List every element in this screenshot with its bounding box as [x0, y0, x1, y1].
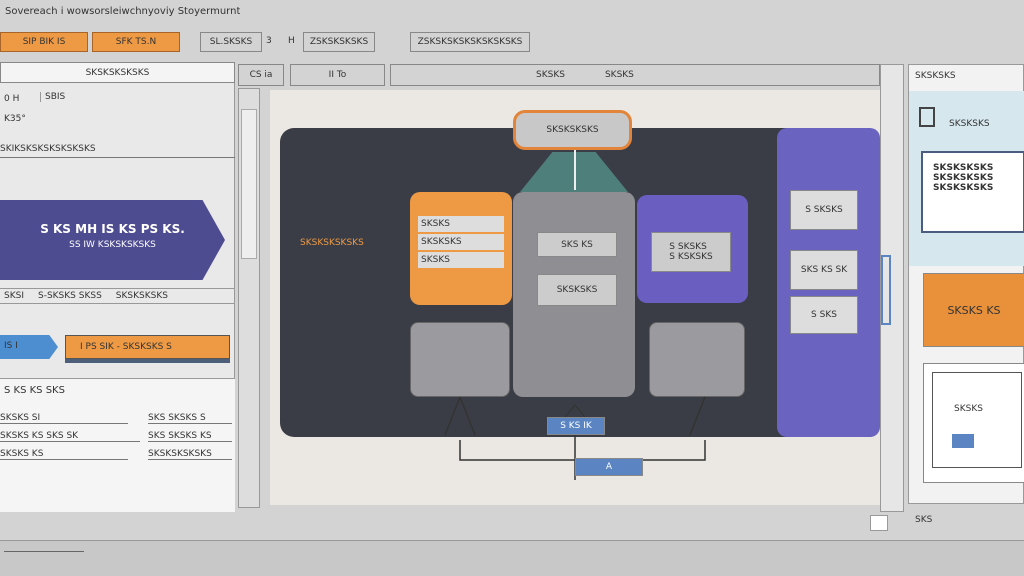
scrollbar-thumb[interactable] — [241, 109, 257, 259]
side-box[interactable]: SKS KS SK — [790, 250, 858, 290]
bottom-box[interactable]: A — [575, 458, 643, 476]
list-item[interactable]: SKS SKSKS KS — [148, 431, 232, 442]
list-item[interactable]: SKSKSKSKSKS — [148, 449, 232, 460]
banner-title: S KS MH IS KS PS KS. — [40, 222, 185, 236]
toolbar-button-2[interactable]: SFK TS.N — [92, 32, 180, 52]
right-card: SKSKSKS SKSKSKSKS SKSKSKSKS SKSKSKSKS — [909, 91, 1024, 266]
tab-1[interactable]: CS ia — [238, 64, 284, 86]
toolbar-button-3[interactable]: SL.SKSKS — [200, 32, 262, 52]
left-panel: SKSKSKSKSKS 0 H SBIS K35° SKIKSKSKSKSKSK… — [0, 62, 235, 512]
device-node-right[interactable] — [649, 322, 745, 397]
side-box[interactable]: S SKS — [790, 296, 858, 334]
top-node[interactable]: SKSKSKSKS — [513, 110, 632, 150]
left-tab[interactable]: SKSI — [4, 291, 24, 301]
purple-banner[interactable]: S KS MH IS KS PS KS. SS IW KSKSKSKSKS — [0, 200, 225, 280]
toolbar-button-5[interactable]: H — [288, 36, 295, 46]
purple-node[interactable]: S SKSKS S KSKSKS — [637, 195, 748, 303]
orange-row: SKSKS — [418, 216, 504, 232]
status-bar: SKS — [0, 515, 1024, 576]
right-inner: SKSKS — [923, 363, 1024, 483]
toolbar-search[interactable]: ZSKSKSKSKSKSKSKSKS — [410, 32, 530, 52]
row-label: 0 H — [4, 94, 20, 104]
toolbar-button-1[interactable]: SIP BIK IS — [0, 32, 88, 52]
right-panel: SKSKSKS SKSKSKS SKSKSKSKS SKSKSKSKS SKSK… — [908, 64, 1024, 504]
left-tab[interactable]: SKSKSKSKS — [115, 291, 168, 301]
right-header: SKSKSKS — [915, 71, 956, 81]
list-item[interactable]: SKSKS SI — [0, 413, 128, 424]
toolbar-button-4[interactable]: 3 — [266, 36, 272, 46]
bottom-label[interactable]: S KS IK — [547, 417, 605, 435]
gray-box: SKSKSKS — [537, 274, 617, 306]
orange-row: SKSKSKS — [418, 234, 504, 250]
right-label: SKSKSKS — [949, 119, 990, 129]
purple-box: S SKSKS S KSKSKS — [651, 232, 731, 272]
list-item[interactable]: SKSKS KS — [0, 449, 128, 460]
document-icon — [919, 107, 935, 127]
list-item[interactable]: SKS SKSKS S — [148, 413, 232, 424]
corner-button[interactable] — [870, 515, 888, 531]
device-node-left[interactable] — [410, 322, 510, 397]
vertical-ruler — [238, 88, 260, 508]
toolbar-field[interactable]: ZSKSKSKSKS — [303, 32, 375, 52]
right-box[interactable]: SKSKSKSKS SKSKSKSKS SKSKSKSKS — [921, 151, 1024, 233]
step-blue[interactable]: IS I — [0, 335, 58, 359]
step-orange[interactable]: I PS SIK - SKSKSKS S — [65, 335, 230, 359]
orange-label: SKSKSKSKSKS — [300, 238, 364, 248]
row-3: SKIKSKSKSKSKSKSKS — [0, 144, 235, 158]
gray-node[interactable]: SKS KS SKSKSKS — [513, 192, 635, 397]
right-orange-card[interactable]: SKSKS KS — [923, 273, 1024, 347]
orange-node[interactable]: SKSKS SKSKSKS SKSKS — [410, 192, 512, 305]
orange-row: SKSKS — [418, 252, 504, 268]
tab-4[interactable]: SKSKS — [604, 70, 634, 80]
banner-subtitle: SS IW KSKSKSKSKS — [69, 240, 156, 250]
tab-2[interactable]: II To — [290, 64, 385, 86]
gray-box: SKS KS — [537, 232, 617, 257]
purple-column: S SKSKS SKS KS SK S SKS — [777, 128, 880, 437]
window-title: Sovereach i wowsorsleiwchnyoviy Stoyermu… — [5, 6, 241, 17]
vertical-scrollbar[interactable] — [880, 64, 904, 512]
tab-bar: SKSKS SKSKS — [390, 64, 880, 86]
side-box[interactable]: S SKSKS — [790, 190, 858, 230]
row-value: SBIS — [40, 92, 65, 102]
section-title: S KS KS SKS — [4, 385, 65, 396]
zoom-label: SKS — [915, 515, 933, 525]
row-label-2: K35° — [4, 114, 26, 124]
right-inner-label: SKSKS — [954, 404, 983, 414]
list-item[interactable]: SKSKS KS SKS SK — [0, 431, 140, 442]
tab-3[interactable]: SKSKS — [536, 70, 565, 80]
connectors — [444, 396, 706, 480]
left-header: SKSKSKSKSKS — [0, 62, 235, 83]
left-tab[interactable]: S-SKSKS SKSS — [37, 291, 102, 301]
